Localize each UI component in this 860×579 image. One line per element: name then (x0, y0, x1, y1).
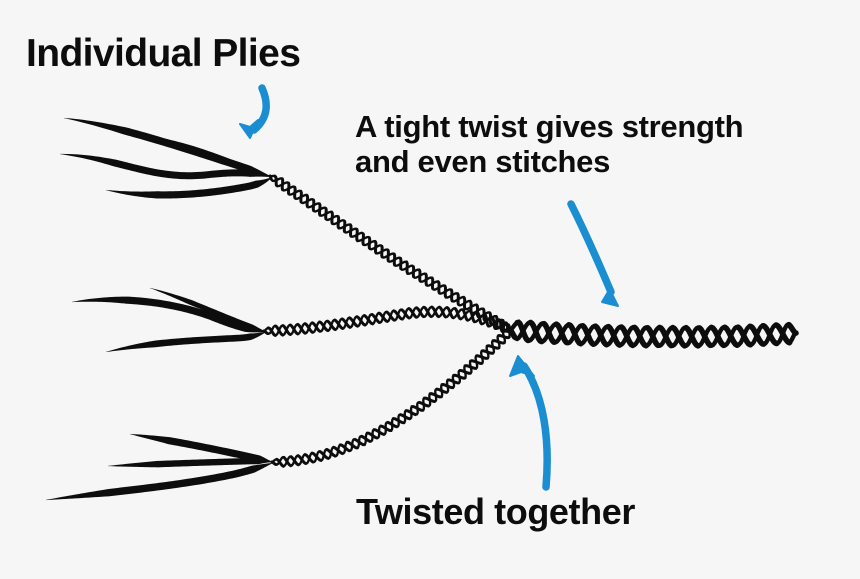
label-tight-twist-line2: and even stitches (355, 143, 611, 179)
arrow-to-plies-icon-shaft (250, 84, 270, 134)
label-tight-twist: A tight twist gives strength and even st… (355, 109, 744, 179)
twisted-strand-group (262, 174, 513, 468)
arrow-to-plies-icon-head (239, 119, 259, 139)
label-individual-plies: Individual Plies (26, 32, 301, 75)
label-twisted-together: Twisted together (356, 491, 635, 532)
arrow-to-junction-icon-shaft (520, 362, 551, 491)
arrow-group (239, 84, 619, 491)
arrow-to-junction-icon-head (509, 355, 535, 377)
label-tight-twist-line1: A tight twist gives strength (355, 109, 744, 144)
arrow-to-final-cord-icon-head (601, 277, 619, 307)
ply-group (45, 117, 274, 501)
final-cord-group (507, 319, 799, 349)
